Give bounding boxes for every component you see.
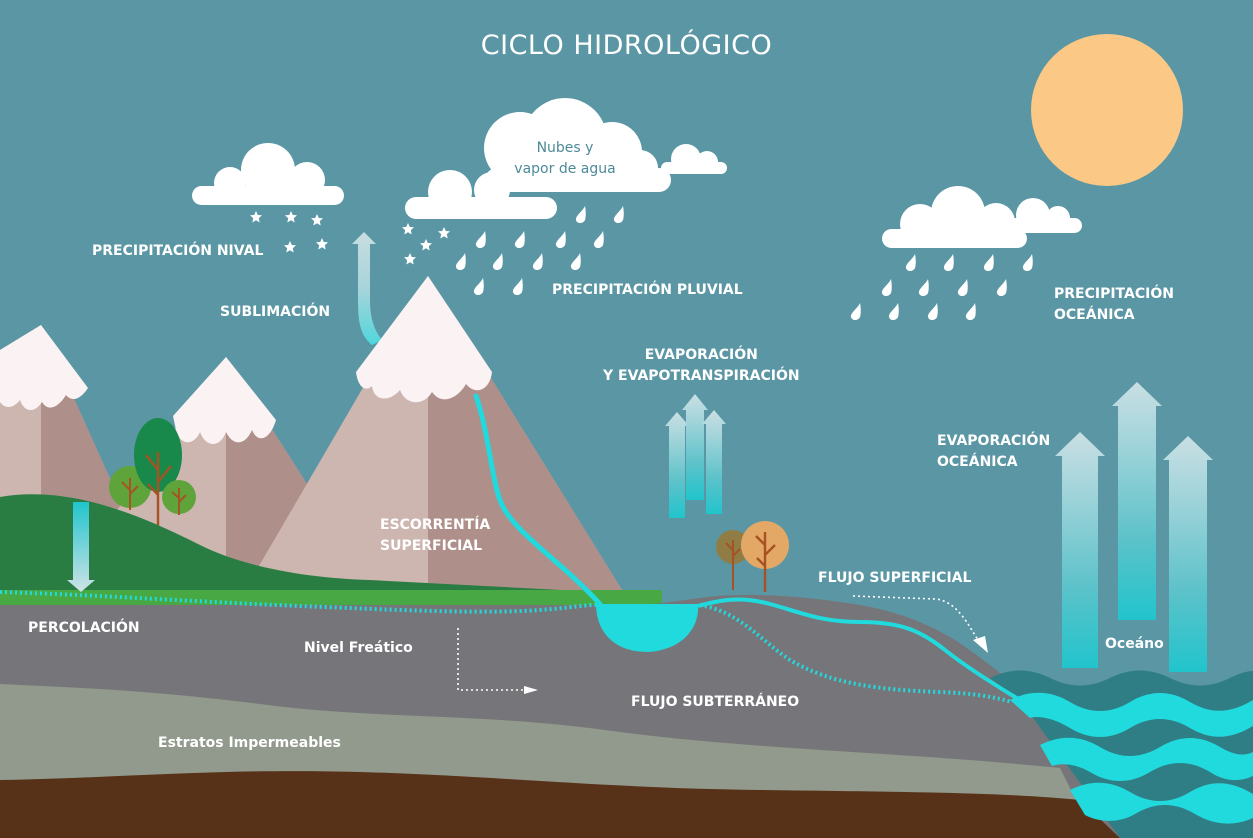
arrow-up-icon	[1055, 382, 1213, 672]
water-table-label: Nivel Freático	[304, 640, 413, 656]
runoff-label: ESCORRENTÍA SUPERFICIAL	[380, 517, 491, 554]
page-title: CICLO HIDROLÓGICO	[480, 30, 773, 61]
ocean-label: Oceáno	[1105, 636, 1164, 652]
tree-icon	[716, 521, 789, 592]
water-table-line	[0, 590, 601, 614]
surface-flow-label: FLUJO SUPERFICIAL	[818, 570, 972, 586]
impermeable-strata-label: Estratos Impermeables	[158, 735, 341, 751]
sun-icon	[1031, 34, 1183, 186]
surface-river	[697, 597, 1022, 702]
arrow-icon	[457, 595, 979, 691]
arrow-up-icon	[665, 394, 726, 518]
cloud-icon	[882, 186, 1082, 248]
arrow-up-icon	[352, 232, 382, 345]
groundwater-flow-label: FLUJO SUBTERRÁNEO	[631, 694, 800, 710]
evapotranspiration-label: EVAPORACIÓN Y EVAPOTRANSPIRACIÓN	[603, 347, 800, 384]
sublimation-label: SUBLIMACIÓN	[220, 304, 331, 320]
ocean-precip-label: PRECIPITACIÓN OCEÁNICA	[1054, 286, 1174, 323]
cloud-icon	[192, 143, 344, 205]
snow-precip-label: PRECIPITACIÓN NIVAL	[92, 243, 264, 259]
green-hill	[0, 494, 660, 606]
lake	[596, 604, 699, 652]
ocean-evaporation-label: EVAPORACIÓN OCEÁNICA	[937, 433, 1051, 470]
runoff-stream	[473, 393, 603, 607]
wave-icon	[990, 670, 1253, 838]
rain-precip-label: PRECIPITACIÓN PLUVIAL	[552, 282, 743, 298]
bedrock	[0, 771, 1120, 838]
cloud-icon	[405, 98, 727, 219]
tree-icon	[109, 418, 196, 530]
clouds-vapor-label: Nubes y vapor de agua	[514, 140, 616, 177]
percolation-label: PERCOLACIÓN	[28, 620, 140, 636]
arrow-down-icon	[67, 502, 95, 592]
